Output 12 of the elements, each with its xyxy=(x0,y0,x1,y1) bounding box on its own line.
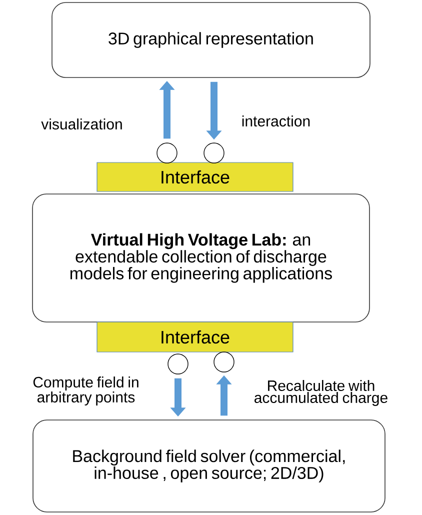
edge-label: visualization xyxy=(41,118,122,130)
interface-band: Interface xyxy=(96,322,294,352)
connector-circle xyxy=(168,354,188,374)
connector-circle xyxy=(214,352,234,372)
process-box: 3D graphical representation xyxy=(52,2,370,78)
process-box: Background field solver (commercial, in-house , open source; 2D/3D) xyxy=(32,420,386,512)
connector-circle xyxy=(204,142,224,164)
connector-circle xyxy=(156,142,178,164)
edge-label: interaction xyxy=(242,116,310,126)
edge-label: Recalculate with accumulated charge xyxy=(254,380,388,406)
interface-band: Interface xyxy=(96,162,294,192)
edge-label: Compute field in arbitrary points xyxy=(33,376,138,406)
